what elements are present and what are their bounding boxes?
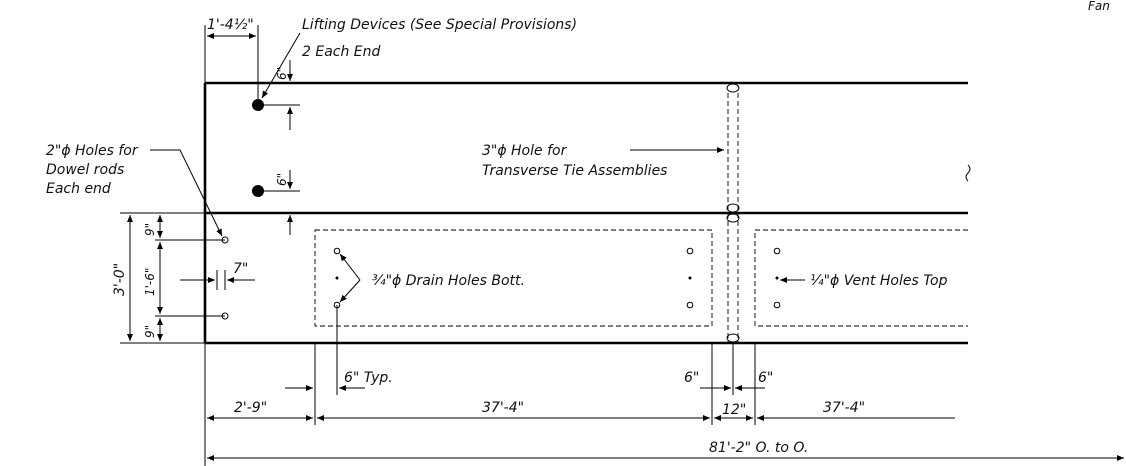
lifting-device-top <box>252 99 264 111</box>
dim-37-4-left-label: 37'-4" <box>482 400 524 416</box>
six-right-label: 6" <box>758 370 773 386</box>
dowel-note-1: 2"ϕ Holes for <box>46 143 139 159</box>
corner-label: Fan <box>1088 0 1110 13</box>
vent-holes <box>773 247 805 309</box>
tie-hole-note-2: Transverse Tie Assemblies <box>482 163 667 179</box>
three-zero-label: 3'-0" <box>112 263 128 296</box>
dowel-note-2: Dowel rods <box>46 162 124 178</box>
lift-offset-label: 1'-4½" <box>207 17 254 33</box>
one-six-label: 1'-6" <box>143 268 157 296</box>
drain-holes-note: ¾"ϕ Drain Holes Bott. <box>372 273 525 289</box>
plan-view-outline <box>203 81 968 345</box>
overall-label: 81'-2" O. to O. <box>709 440 808 456</box>
dim-2-9-label: 2'-9" <box>234 400 267 416</box>
lifting-devices <box>252 60 300 235</box>
seven-inch-dimension <box>180 270 255 290</box>
lifting-leader <box>261 32 301 99</box>
six-typ-label: 6" Typ. <box>344 370 393 386</box>
left-dimensions <box>120 212 225 344</box>
seven-label: 7" <box>233 261 248 277</box>
twelve-label: 12" <box>722 402 746 418</box>
lifting-devices-note: Lifting Devices (See Special Provisions) <box>302 17 577 33</box>
bottom-dimensions <box>204 305 1124 466</box>
six-mid-label: 6" <box>275 173 289 186</box>
six-left-label: 6" <box>684 370 699 386</box>
each-end-note: 2 Each End <box>302 44 381 60</box>
dim-37-4-right-label: 37'-4" <box>823 400 865 416</box>
tie-hole-dashed <box>726 83 740 343</box>
void-right <box>754 229 968 327</box>
void-left <box>314 229 713 327</box>
break-symbol <box>965 164 971 182</box>
lifting-device-bottom <box>252 185 264 197</box>
nine-top-label: 9" <box>143 223 157 236</box>
six-top-label: 6" <box>275 67 289 80</box>
lift-offset-dimension <box>204 25 259 99</box>
nine-bot-label: 9" <box>143 325 157 338</box>
dowel-leader <box>150 149 223 237</box>
tie-hole-note-1: 3"ϕ Hole for <box>482 143 568 159</box>
dowel-note-3: Each end <box>46 181 111 197</box>
vent-holes-note: ¼"ϕ Vent Holes Top <box>810 273 948 289</box>
